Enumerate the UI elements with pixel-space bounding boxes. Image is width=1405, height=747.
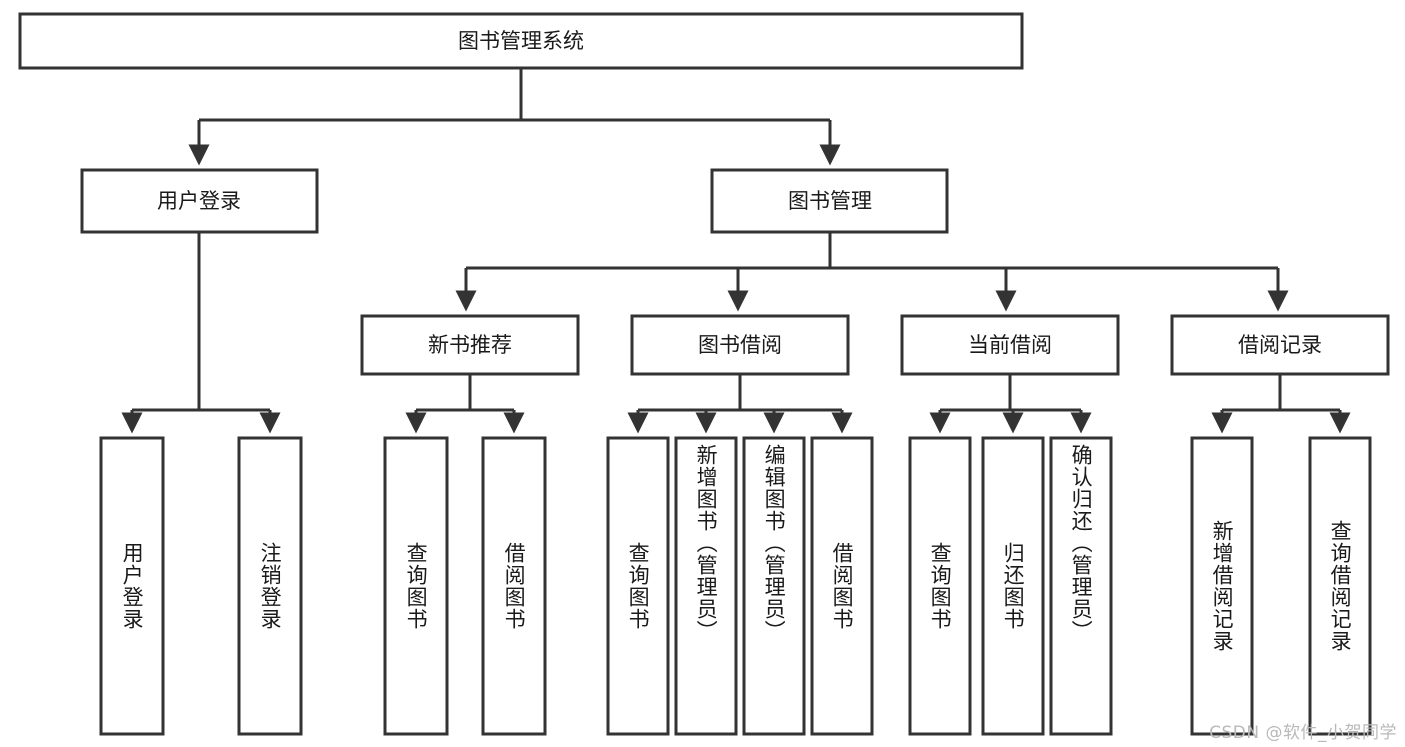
leaf-edit-book-admin-box[interactable] [742,436,806,736]
node-current-borrow-label: 当前借阅 [968,333,1052,357]
node-borrow-record-label: 借阅记录 [1238,333,1322,357]
node-borrow-record[interactable]: 借阅记录 [1170,314,1390,376]
node-book-management-box[interactable] [710,168,949,234]
node-new-book-recommend-box[interactable] [360,314,580,376]
node-book-management[interactable]: 图书管理 [710,168,949,234]
leaf-confirm-return-admin-box[interactable] [1049,436,1113,736]
leaf-user-login-box[interactable] [99,436,165,736]
leaf-query-book-current-box[interactable] [908,436,972,736]
node-book-borrow[interactable]: 图书借阅 [630,314,850,376]
node-user-login-box[interactable] [80,168,319,234]
node-borrow-record-box[interactable] [1170,314,1390,376]
leaf-query-borrow-record-box[interactable] [1308,436,1372,736]
leaf-borrow-book-recommend-box[interactable] [481,436,547,736]
node-root[interactable]: 图书管理系统 [18,12,1024,70]
node-current-borrow[interactable]: 当前借阅 [900,314,1120,376]
node-root-box[interactable] [18,12,1024,70]
node-user-login[interactable]: 用户登录 [80,168,319,234]
node-book-borrow-box[interactable] [630,314,850,376]
node-new-book-recommend[interactable]: 新书推荐 [360,314,580,376]
node-root-label: 图书管理系统 [458,29,584,53]
leaf-query-book-recommend-box[interactable] [383,436,449,736]
watermark-text: CSDN @软件_小贺同学 [1209,723,1397,743]
node-new-book-recommend-label: 新书推荐 [428,333,512,357]
leaf-add-book-admin-box[interactable] [674,436,738,736]
connector-group [121,68,1351,434]
node-book-borrow-label: 图书借阅 [698,333,782,357]
leaf-add-borrow-record-box[interactable] [1190,436,1254,736]
leaf-logout-box[interactable] [237,436,303,736]
node-user-login-label: 用户登录 [157,189,241,213]
node-current-borrow-box[interactable] [900,314,1120,376]
leaf-box-group [99,436,1372,736]
leaf-query-book-borrow-box[interactable] [606,436,670,736]
leaf-borrow-book-box[interactable] [810,436,874,736]
leaf-return-book-box[interactable] [981,436,1045,736]
node-book-management-label: 图书管理 [788,189,872,213]
